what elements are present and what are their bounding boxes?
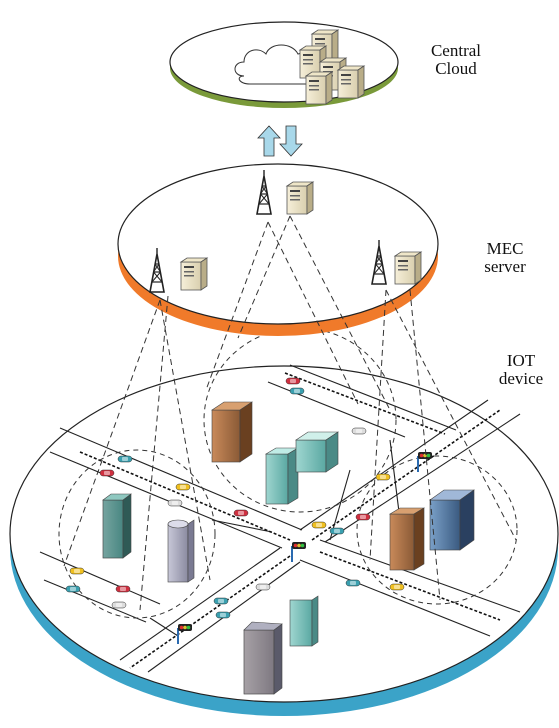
server-icon xyxy=(180,257,208,291)
car-icon xyxy=(167,499,183,507)
car-icon xyxy=(345,579,361,587)
car-icon xyxy=(213,597,229,605)
cloud-icon xyxy=(234,44,320,85)
server-icon xyxy=(286,181,314,215)
car-icon xyxy=(69,567,85,575)
building-icon xyxy=(429,489,475,551)
car-icon xyxy=(351,427,367,435)
car-icon xyxy=(175,483,191,491)
building-icon xyxy=(167,519,195,583)
server-icon xyxy=(337,65,365,99)
car-icon xyxy=(111,601,127,609)
car-icon xyxy=(215,611,231,619)
building-icon xyxy=(264,447,300,505)
central-cloud-label-line1: Central xyxy=(430,41,482,60)
car-icon xyxy=(355,513,371,521)
car-icon xyxy=(233,509,249,517)
mec-server-label-line2: server xyxy=(484,257,526,276)
server-icon xyxy=(305,71,333,105)
lane-markings xyxy=(79,372,501,669)
server-icon xyxy=(394,251,422,285)
down-arrow-icon xyxy=(279,125,303,157)
iot-device-label-line1: IOT xyxy=(506,351,536,370)
car-icon xyxy=(375,473,391,481)
building-icon xyxy=(211,401,253,463)
building-icon xyxy=(289,595,319,647)
building-icon xyxy=(388,507,426,571)
iot-device-disk xyxy=(9,365,559,716)
car-icon xyxy=(99,469,115,477)
car-icon xyxy=(117,455,133,463)
building-icon xyxy=(243,621,283,695)
iot-device-label-line2: device xyxy=(498,369,544,388)
car-icon xyxy=(329,527,345,535)
central-cloud-label-line2: Cloud xyxy=(435,59,477,78)
car-icon xyxy=(311,521,327,529)
car-icon xyxy=(65,585,81,593)
building-icon xyxy=(102,493,132,559)
car-icon xyxy=(285,377,301,385)
up-arrow-icon xyxy=(257,125,281,157)
iot-device-label: IOT device xyxy=(486,352,556,388)
building-icon xyxy=(295,431,339,473)
car-icon xyxy=(255,583,271,591)
mec-server-label-line1: MEC xyxy=(486,239,524,258)
central-cloud-label: Central Cloud xyxy=(416,42,496,78)
car-icon xyxy=(289,387,305,395)
uplink-downlink-arrows xyxy=(257,125,303,157)
wireless-links xyxy=(63,215,517,611)
car-icon xyxy=(115,585,131,593)
car-icon xyxy=(389,583,405,591)
buildings xyxy=(102,401,475,695)
mec-server-disk xyxy=(117,163,439,336)
mec-server-label: MEC server xyxy=(470,240,540,276)
road-network xyxy=(39,364,521,673)
